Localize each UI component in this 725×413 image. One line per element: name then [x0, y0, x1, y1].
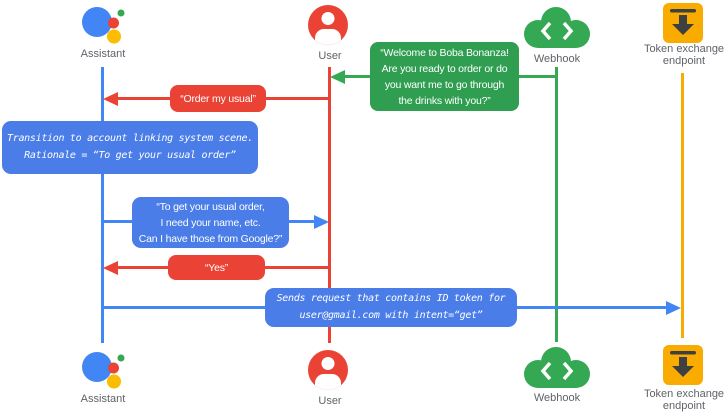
token-endpoint-icon	[663, 3, 703, 43]
webhook-icon	[524, 347, 590, 388]
order-usual-arrowhead-left	[103, 92, 118, 106]
assistant-lifeline	[101, 67, 104, 343]
actor-label-token-endpoint: Token exchange endpoint	[643, 388, 725, 412]
actor-label-webhook: Webhook	[533, 53, 581, 65]
ask-permission-arrowhead-right	[314, 215, 329, 229]
assistant-icon	[82, 352, 125, 389]
user-icon	[308, 5, 348, 45]
actor-label-user: User	[318, 395, 342, 407]
actor-label-user: User	[318, 50, 342, 62]
transition-note-box: Transition to account linking system sce…	[2, 121, 258, 174]
yes-message-box: “Yes”	[168, 255, 265, 280]
token-endpoint-icon	[663, 345, 703, 385]
assistant-icon	[82, 7, 125, 44]
ask-permission-message-box: “To get your usual order, I need your na…	[132, 197, 289, 248]
welcome-message-box: “Welcome to Boba Bonanza! Are you ready …	[370, 42, 519, 111]
actor-label-assistant: Assistant	[80, 48, 126, 60]
token-endpoint-lifeline	[681, 73, 684, 338]
webhook-lifeline	[555, 67, 558, 342]
webhook-icon	[524, 7, 590, 48]
actor-label-assistant: Assistant	[80, 393, 126, 405]
actor-label-token-endpoint: Token exchange endpoint	[643, 43, 725, 67]
order-usual-message-box: “Order my usual”	[170, 85, 266, 112]
yes-arrowhead-left	[103, 261, 118, 275]
user-icon	[308, 350, 348, 390]
welcome-arrowhead-left	[330, 70, 345, 84]
send-request-message-box: Sends request that contains ID token for…	[265, 288, 517, 327]
user-lifeline	[328, 67, 331, 343]
send-request-arrowhead-right	[666, 301, 681, 315]
actor-label-webhook: Webhook	[533, 392, 581, 404]
